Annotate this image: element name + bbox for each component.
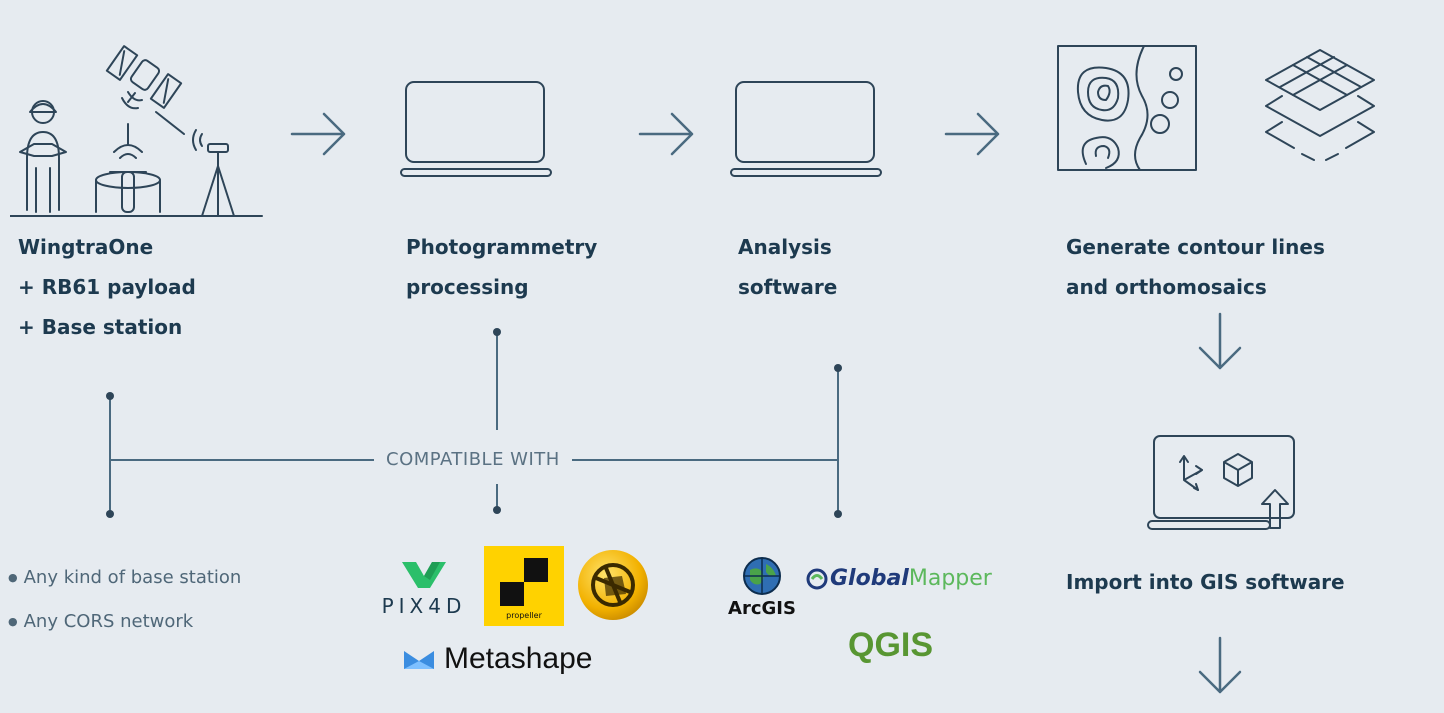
compatibility-connector-lines xyxy=(106,328,842,518)
propeller-wordmark: propeller xyxy=(506,611,542,620)
pix4d-logo: PIX4D xyxy=(372,558,476,618)
satellite-icon xyxy=(105,45,183,110)
photogrammetry-line-1: Photogrammetry xyxy=(406,235,598,259)
arrow-right-icon xyxy=(944,112,1000,156)
globalmapper-mark-icon xyxy=(806,568,828,589)
wingtraone-hardware-illustration xyxy=(10,45,263,217)
hardware-line-2: + RB61 payload xyxy=(18,275,196,299)
base-station-option: Any CORS network xyxy=(8,600,241,644)
photogrammetry-app-logo xyxy=(578,550,648,620)
laptop-icon xyxy=(730,81,882,177)
step-analysis-label: Analysis software xyxy=(738,227,837,307)
connector-dot xyxy=(106,510,114,518)
qgis-logo: QGIS xyxy=(848,626,934,664)
arcgis-logo: ArcGIS xyxy=(724,556,800,619)
drone-icon xyxy=(95,144,161,213)
contour-map-icon xyxy=(1057,45,1197,171)
connector-dot xyxy=(834,510,842,518)
step-outputs-label: Generate contour lines and orthomosaics xyxy=(1066,227,1325,307)
metashape-mark-icon xyxy=(404,651,434,669)
arcgis-globe-icon xyxy=(743,557,781,595)
metashape-logo: Metashape xyxy=(402,642,592,676)
arrow-down-icon xyxy=(1198,312,1242,370)
base-station-tripod-icon xyxy=(192,129,235,217)
arrow-right-icon xyxy=(638,112,694,156)
pix4d-mark-icon xyxy=(402,562,446,588)
step-gis-label: Import into GIS software xyxy=(1066,570,1345,594)
metashape-wordmark: Metashape xyxy=(444,642,593,675)
compatible-with-label: COMPATIBLE WITH xyxy=(374,448,572,472)
connector-dot xyxy=(493,328,501,336)
laptop-icon xyxy=(400,81,552,177)
step-photogrammetry-label: Photogrammetry processing xyxy=(406,227,597,307)
operator-person-icon xyxy=(19,100,67,213)
connector-dot xyxy=(106,392,114,400)
globalmapper-wordmark-mapper: Mapper xyxy=(908,566,992,591)
arrow-down-icon xyxy=(1198,636,1242,694)
hardware-line-1: WingtraOne xyxy=(18,235,154,259)
connector-dot xyxy=(493,506,501,514)
connector-dot xyxy=(834,364,842,372)
hardware-line-3: + Base station xyxy=(18,315,183,339)
analysis-line-2: software xyxy=(738,275,838,299)
base-station-option: Any kind of base station xyxy=(8,556,242,600)
arrow-right-icon xyxy=(290,112,346,156)
step-hardware-label: WingtraOne + RB61 payload + Base station xyxy=(18,227,196,347)
outputs-line-2: and orthomosaics xyxy=(1066,275,1267,299)
base-station-options-list: Any kind of base station Any CORS networ… xyxy=(8,556,242,644)
propeller-logo: propeller xyxy=(484,546,564,626)
arcgis-wordmark: ArcGIS xyxy=(728,598,796,619)
layers-grid-icon xyxy=(1265,49,1375,161)
photogrammetry-line-2: processing xyxy=(406,275,529,299)
analysis-line-1: Analysis xyxy=(738,235,832,259)
gis-import-monitor-icon xyxy=(1147,435,1295,530)
pix4d-wordmark: PIX4D xyxy=(381,594,467,618)
globalmapper-logo: Global Mapper xyxy=(806,566,992,591)
signal-line xyxy=(155,111,185,135)
globalmapper-wordmark-global: Global xyxy=(830,566,909,591)
outputs-line-1: Generate contour lines xyxy=(1066,235,1325,259)
